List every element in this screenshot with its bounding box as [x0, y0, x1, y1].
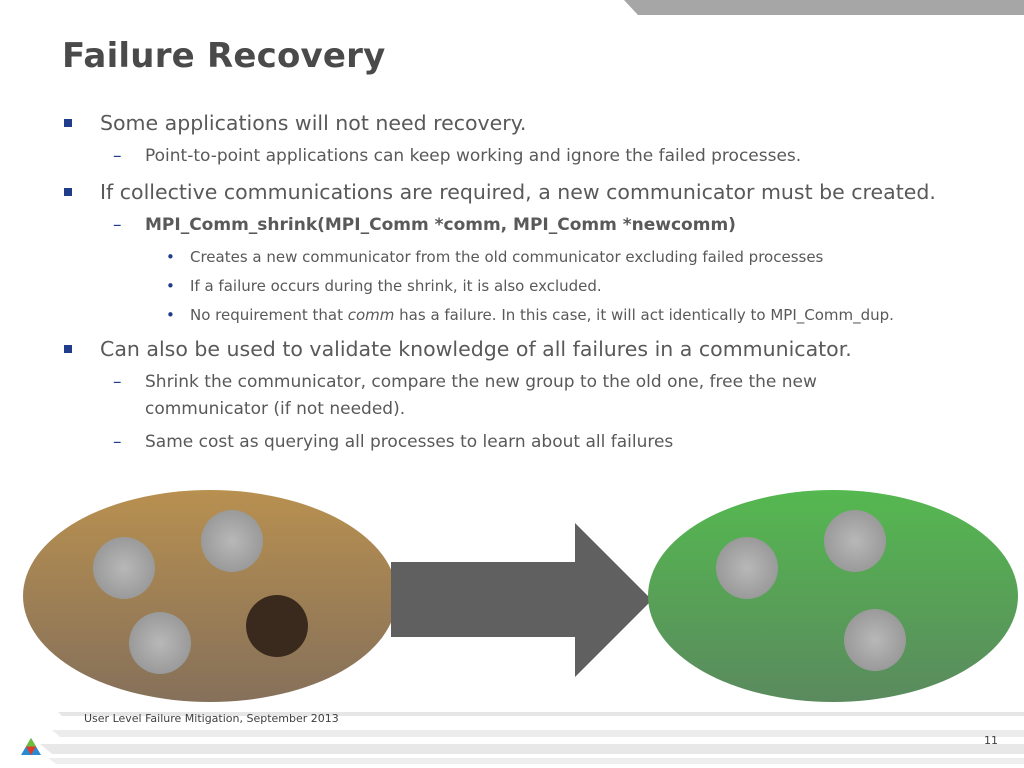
dash-bullet-icon: – [113, 372, 122, 392]
footer-stripes [40, 712, 1024, 764]
bullet-square-icon [64, 345, 72, 353]
footer-caption: User Level Failure Mitigation, September… [84, 712, 339, 725]
old-communicator [23, 490, 397, 702]
right-arrow-icon [391, 523, 652, 677]
bullet-item: Can also be used to validate knowledge o… [100, 337, 852, 361]
dash-bullet-icon: – [113, 146, 122, 166]
dot-bullet-icon: • [166, 306, 175, 324]
dot-bullet-icon: • [166, 277, 175, 295]
new-communicator [648, 490, 1018, 702]
bullet-item: Some applications will not need recovery… [100, 111, 527, 135]
sub-bullet-item: Same cost as querying all processes to l… [145, 432, 674, 452]
process-node [844, 609, 906, 671]
sub-sub-bullet-item: Creates a new communicator from the old … [190, 248, 824, 266]
header-accent-bar [624, 0, 1024, 15]
failed-process-node [246, 595, 308, 657]
argonne-logo-icon [20, 737, 42, 761]
sub-bullet-item-continuation: communicator (if not needed). [145, 399, 406, 419]
bullet-square-icon [64, 119, 72, 127]
dot-bullet-icon: • [166, 248, 175, 266]
sub-sub-bullet-item: If a failure occurs during the shrink, i… [190, 277, 602, 295]
sub-bullet-item-function-signature: MPI_Comm_shrink(MPI_Comm *comm, MPI_Comm… [145, 215, 736, 235]
bullet-item: If collective communications are require… [100, 180, 936, 204]
sub-sub-bullet-item: No requirement that comm has a failure. … [190, 306, 894, 324]
sub-bullet-item: Shrink the communicator, compare the new… [145, 372, 817, 392]
bullet-square-icon [64, 188, 72, 196]
sub-bullet-item: Point-to-point applications can keep wor… [145, 146, 802, 166]
dash-bullet-icon: – [113, 432, 122, 452]
page-number: 11 [984, 734, 998, 747]
process-node [716, 537, 778, 599]
process-node [824, 510, 886, 572]
slide-title: Failure Recovery [62, 36, 386, 76]
process-node [201, 510, 263, 572]
dash-bullet-icon: – [113, 215, 122, 235]
process-node [93, 537, 155, 599]
process-node [129, 612, 191, 674]
